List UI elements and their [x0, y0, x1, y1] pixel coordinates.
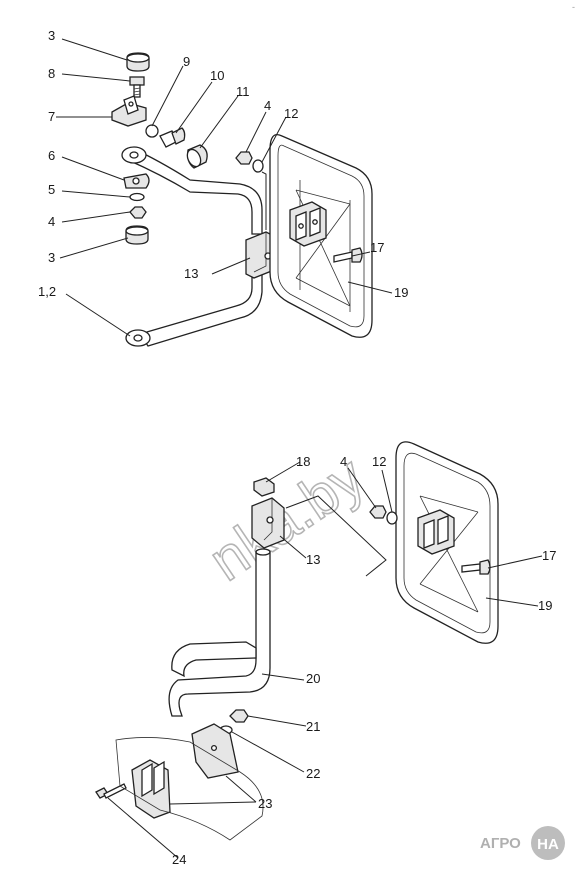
part-mirror: [269, 133, 373, 338]
part-bolt-10: [159, 127, 186, 148]
label-22: 22: [306, 766, 320, 781]
label-11: 11: [236, 84, 250, 99]
logo-badge-icon: [531, 826, 565, 860]
part-nut-4b: [369, 505, 387, 519]
label-13: 13: [184, 266, 198, 281]
label-19: 19: [394, 285, 408, 300]
part-bolt-24: [95, 783, 127, 799]
agro-logo: АГРО НА: [480, 826, 565, 860]
logo-badge-text: НА: [537, 836, 559, 853]
label-7: 7: [48, 109, 55, 124]
mounting-surface: [115, 737, 264, 841]
part-spring-washer: [129, 192, 145, 202]
label-5: 5: [48, 182, 55, 197]
part-tube: [168, 548, 271, 717]
label-4: 4: [264, 98, 271, 113]
part-bushing: [125, 225, 149, 245]
label-6: 6: [48, 148, 55, 163]
label-9: 9: [183, 54, 190, 69]
part-nut-21: [229, 709, 249, 723]
leaders-bottom: [107, 461, 543, 859]
part-clamp-13: [251, 497, 285, 549]
top-assembly: 3 8 7 6 5 4 3 1,2 9 10 11 4 12 13 17 19: [38, 28, 408, 347]
part-nut: [129, 206, 147, 219]
label-13: 13: [306, 552, 320, 567]
label-23: 23: [258, 796, 272, 811]
label-17: 17: [370, 240, 384, 255]
label-4: 4: [48, 214, 55, 229]
part-washer-12: [252, 159, 264, 173]
label-3: 3: [48, 28, 55, 43]
label-21: 21: [306, 719, 320, 734]
part-mirror-19: [395, 441, 499, 644]
label-12: 12: [284, 106, 298, 121]
label-20: 20: [306, 671, 320, 686]
watermark-text: nka.by: [198, 444, 376, 593]
label-4: 4: [340, 454, 347, 469]
part-washer: [123, 173, 150, 189]
part-cap: [126, 52, 150, 72]
label-8: 8: [48, 66, 55, 81]
part-bracket: [111, 95, 147, 127]
part-washer-9: [145, 124, 159, 138]
part-bracket-23b: [131, 759, 171, 819]
leaders-top: [56, 38, 393, 337]
label-19: 19: [538, 598, 552, 613]
part-cap-18: [253, 477, 275, 497]
logo-text: АГРО: [480, 835, 521, 852]
part-bracket-23: [191, 723, 239, 779]
part-arm: [121, 146, 263, 347]
label-24: 24: [172, 852, 186, 867]
part-bolt: [129, 76, 145, 98]
label-1-2: 1,2: [38, 284, 56, 299]
label-3: 3: [48, 250, 55, 265]
label-12: 12: [372, 454, 386, 469]
label-18: 18: [296, 454, 310, 469]
part-sleeve: [186, 144, 208, 169]
part-washer-12b: [386, 511, 398, 525]
corner-mark: -: [572, 2, 575, 12]
label-17: 17: [542, 548, 556, 563]
part-nut-4: [235, 151, 253, 165]
bottom-assembly: 18 4 12 13 17 19 20 21 22 23 24: [95, 441, 556, 867]
label-10: 10: [210, 68, 224, 83]
